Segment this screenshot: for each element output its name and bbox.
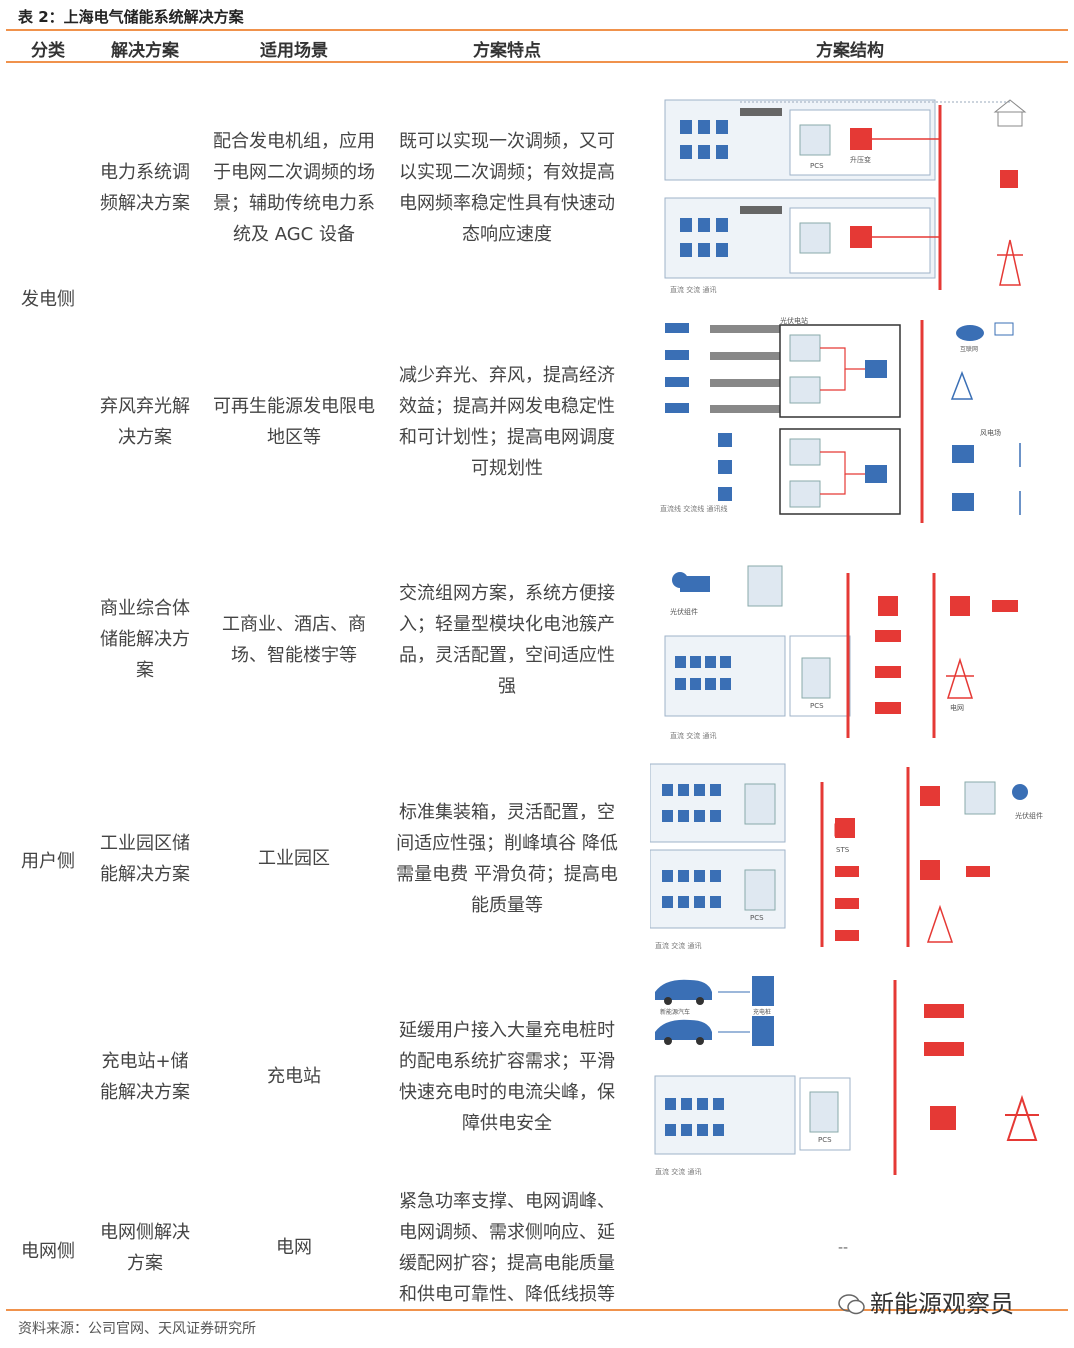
charger-label: 充电桩 (753, 1008, 771, 1016)
scene-cell: 充电站 (267, 1066, 321, 1087)
category-generation: 发电侧 (21, 289, 75, 310)
solution-cell: 弃风弃光解决方案 (100, 396, 190, 448)
pcs-label-4: PCS (750, 914, 764, 922)
solution-cell: 工业园区储能解决方案 (100, 833, 190, 885)
grid-label-3: 电网 (950, 703, 964, 712)
diagram-curtailment: 光伏电站 风电场 互联网 直流线 交流线 通讯线 (660, 316, 1021, 523)
legend-4: 直流 交流 通讯 (655, 941, 701, 950)
table-top-rule (6, 29, 1068, 31)
legend-1: 直流 交流 通讯 (670, 285, 716, 294)
header-solution: 解决方案 (111, 41, 179, 61)
wechat-icon (838, 1294, 865, 1315)
diagram-commercial: 光伏组件 PCS 电网 直流 交流 通讯 (664, 565, 1018, 740)
features-cell: 紧急功率支撑、电网调峰、电网调频、需求侧响应、延缓配网扩容；提高电能质量和供电可… (399, 1191, 615, 1305)
pv-module-label-4: 光伏组件 (1015, 811, 1043, 820)
header-features: 方案特点 (473, 41, 541, 61)
sts-label: STS (836, 846, 850, 854)
diagram-industrial: 光伏组件 PCS STS 直流 交流 通讯 (650, 763, 1043, 950)
wind-farm-label: 风电场 (980, 428, 1001, 437)
watermark-text: 新能源观察员 (870, 1290, 1014, 1318)
scene-cell: 配合发电机组，应用于电网二次调频的场景；辅助传统电力系统及 AGC 设备 (213, 131, 375, 245)
table-header-rule (6, 61, 1068, 63)
features-cell: 既可以实现一次调频，又可以实现二次调频；有效提高电网频率稳定性具有快速动态响应速… (399, 131, 615, 245)
watermark: 新能源观察员 (838, 1284, 1014, 1319)
features-cell: 标准集装箱，灵活配置，空间适应性强；削峰填谷 降低需量电费 平滑负荷；提高电能质… (396, 802, 618, 916)
diagram-charging-station: 新能源汽车 充电桩 PCS 直流 交流 通讯 (654, 976, 1039, 1176)
scene-cell: 工业园区 (258, 848, 330, 869)
pv-station-label: 光伏电站 (780, 316, 808, 325)
solution-cell: 商业综合体储能解决方案 (100, 598, 190, 681)
header-scene: 适用场景 (260, 41, 328, 61)
legend-2: 直流线 交流线 通讯线 (660, 504, 727, 513)
pcs-label-5: PCS (818, 1136, 832, 1144)
boost-label-1: 升压变 (850, 155, 871, 164)
scene-cell: 工商业、酒店、商场、智能楼宇等 (222, 614, 366, 666)
table-bottom-rule (6, 1309, 1068, 1311)
features-cell: 交流组网方案，系统方便接入；轻量型模块化电池簇产品，灵活配置，空间适应性强 (399, 583, 615, 697)
header-category: 分类 (31, 41, 65, 61)
solution-cell: 充电站+储能解决方案 (100, 1051, 190, 1103)
pcs-label-3: PCS (810, 702, 824, 710)
structure-placeholder: -- (838, 1240, 849, 1256)
legend-5: 直流 交流 通讯 (655, 1167, 701, 1176)
source-note: 资料来源：公司官网、天风证券研究所 (18, 1321, 256, 1337)
diagram-frequency-regulation: PCS 升压变 直流 交流 通讯 (664, 99, 1027, 294)
pcs-label-1: PCS (810, 162, 824, 170)
features-cell: 减少弃光、弃风，提高经济效益；提高并网发电稳定性和可计划性；提高电网调度可规划性 (399, 365, 615, 479)
solution-cell: 电力系统调频解决方案 (100, 162, 190, 214)
scene-cell: 电网 (276, 1237, 312, 1258)
table-title: 表 2：上海电气储能系统解决方案 (18, 8, 244, 26)
solution-cell: 电网侧解决方案 (100, 1222, 190, 1274)
category-user: 用户侧 (21, 851, 75, 872)
legend-3: 直流 交流 通讯 (670, 731, 716, 740)
features-cell: 延缓用户接入大量充电桩时的配电系统扩容需求；平滑快速充电时的电流尖峰，保障供电安… (399, 1020, 615, 1134)
scene-cell: 可再生能源发电限电地区等 (213, 396, 375, 448)
ev-label: 新能源汽车 (660, 1008, 690, 1016)
cloud-label: 互联网 (960, 345, 978, 353)
header-structure: 方案结构 (816, 41, 884, 61)
pv-module-label-3: 光伏组件 (670, 607, 698, 616)
category-grid: 电网侧 (21, 1241, 75, 1262)
